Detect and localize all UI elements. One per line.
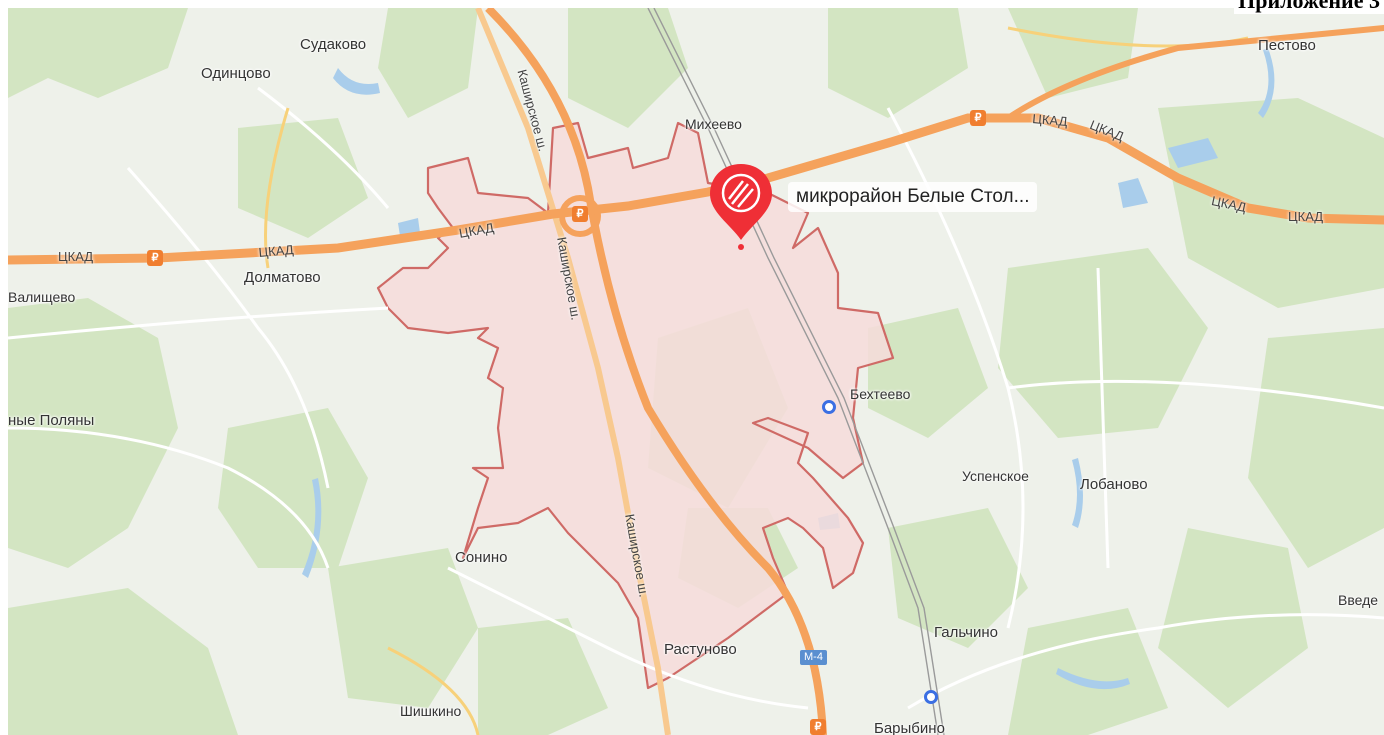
place-label-bekhteevo: Бехтеево xyxy=(850,386,911,402)
annex-title: Приложение 3 xyxy=(1234,0,1384,14)
place-label-sonino: Сонино xyxy=(455,549,508,566)
place-label-uspenskoe: Успенское xyxy=(962,468,1029,484)
place-label-rastunovo: Растуново xyxy=(664,641,737,658)
road-label-tskad: ЦКАД xyxy=(1288,209,1324,224)
place-label-pestovo: Пестово xyxy=(1258,37,1316,54)
place-label-shishkino: Шишкино xyxy=(400,703,462,719)
place-label-polyany: ные Поляны xyxy=(8,412,95,429)
minor-roads xyxy=(8,86,1384,710)
place-label-lobanovo: Лобаново xyxy=(1080,476,1148,493)
location-pin[interactable] xyxy=(708,162,774,242)
m4-highway xyxy=(485,8,827,735)
railway-station-icon xyxy=(924,690,938,704)
place-label-barybino: Барыбино xyxy=(874,720,945,735)
kashirskoe-highway xyxy=(475,8,671,735)
road-label-tskad: ЦКАД xyxy=(58,249,94,264)
place-label-sudakovo: Судаково xyxy=(300,36,367,53)
toll-icon: ₽ xyxy=(970,110,986,126)
toll-icon: ₽ xyxy=(810,719,826,735)
place-label-odintsovo: Одинцово xyxy=(201,65,271,82)
place-label-valishchevo: Валищево xyxy=(8,289,76,305)
stripes-icon xyxy=(728,180,754,208)
road-label-tskad: ЦКАД xyxy=(257,241,295,260)
place-label-vvede: Введе xyxy=(1338,592,1379,608)
road-label-tskad: ЦКАД xyxy=(1031,111,1069,130)
interchange xyxy=(559,195,601,237)
road-shield-m4: М-4 xyxy=(800,650,827,665)
railway xyxy=(647,8,945,735)
pin-anchor-dot xyxy=(738,244,744,250)
place-label-dolmatovo: Долматово xyxy=(244,269,321,286)
toll-icon: ₽ xyxy=(572,206,588,222)
place-label-galchino: Гальчино xyxy=(934,624,999,641)
pin-label[interactable]: микрорайон Белые Стол... xyxy=(788,182,1038,212)
place-label-mikheevo: Михеево xyxy=(685,116,742,132)
district-boundary xyxy=(376,121,895,690)
map-base-layer xyxy=(8,8,1384,735)
tskad-ring-road xyxy=(8,25,1384,265)
toll-icon: ₽ xyxy=(147,250,163,266)
railway-station-icon xyxy=(822,400,836,414)
map-canvas[interactable]: ₽ ₽ ₽ ₽ ЦКАД ЦКАД ЦКАД ЦКАД ЦКАД ЦКАД ЦК… xyxy=(8,8,1384,735)
